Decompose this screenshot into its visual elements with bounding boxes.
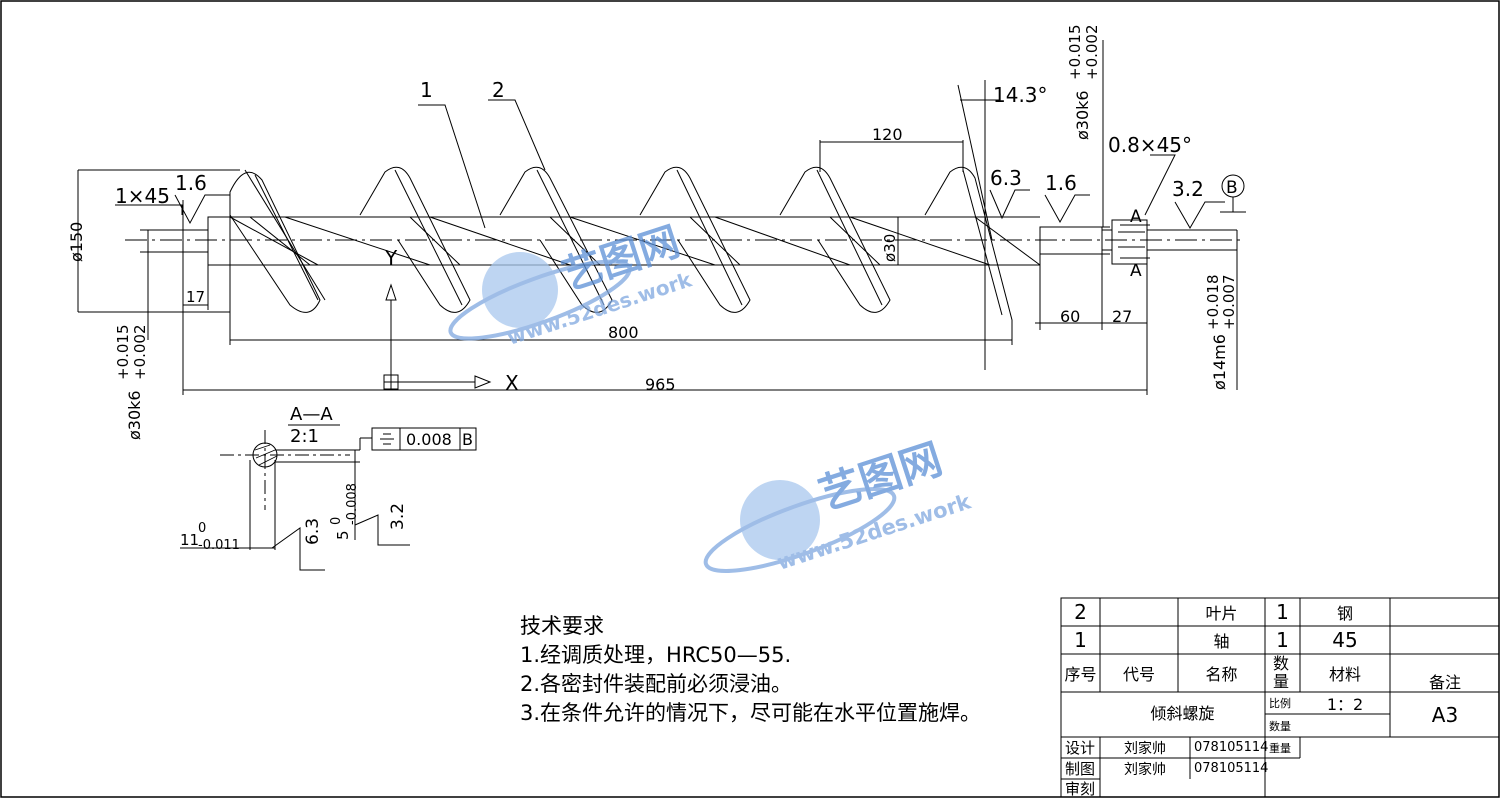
axis-x-label: X (505, 371, 519, 395)
roughness-3: 1.6 (1045, 171, 1077, 195)
title-block-grid (1060, 597, 1500, 798)
dim-shaft-dia: ø30 (881, 234, 899, 262)
drafter-label: 制图 (1065, 760, 1096, 778)
weight-label: 重量 (1269, 741, 1291, 755)
header-qty: 数量 (1273, 654, 1290, 691)
dim-overall-length: 965 (645, 375, 676, 394)
section-roughness-a: 6.3 (303, 518, 323, 545)
dim-left-17: 17 (186, 288, 205, 306)
header-material: 材料 (1328, 665, 1361, 684)
header-no: 序号 (1064, 665, 1097, 684)
screw-conveyor-view (77, 40, 1246, 571)
row2-qty: 1 (1276, 600, 1289, 624)
keyway-depth-upper: 0 (329, 517, 344, 525)
dim-pitch: 120 (872, 125, 903, 144)
section-title: A—A (290, 404, 333, 425)
datum-label: B (1226, 178, 1238, 198)
row2-name: 叶片 (1205, 604, 1238, 623)
roughness-2: 6.3 (990, 166, 1022, 190)
requirement-3: 3.在条件允许的情况下，尽可能在水平位置施焊。 (520, 701, 982, 725)
dim-left-journal-tol-lower: +0.002 (131, 324, 149, 380)
scale-value: 1：2 (1326, 695, 1364, 714)
dim-right-journal-tol-lower: +0.002 (1083, 24, 1101, 80)
requirements-title: 技术要求 (520, 614, 604, 638)
drafter-name: 刘家帅 (1124, 761, 1166, 778)
requirement-2: 2.各密封件装配前必须浸油。 (520, 672, 793, 696)
scale-label: 比例 (1269, 697, 1291, 710)
review-label: 审刻 (1065, 779, 1096, 798)
section-mark-bottom: A (1130, 261, 1142, 281)
drawing-name: 倾斜螺旋 (1150, 703, 1215, 723)
row1-qty: 1 (1276, 628, 1289, 652)
tolerance-datum: B (462, 430, 473, 449)
row2-no: 2 (1074, 600, 1087, 624)
technical-requirements: 技术要求 1.经调质处理，HRC50—55. 2.各密封件装配前必须浸油。 3.… (520, 612, 981, 728)
header-name: 名称 (1205, 665, 1238, 684)
row2-material: 钢 (1336, 604, 1353, 623)
sheet-size: A3 (1431, 702, 1459, 727)
tolerance-value: 0.008 (406, 430, 452, 449)
row1-no: 1 (1074, 628, 1087, 652)
dim-end-shaft-tol-lower: +0.007 (1220, 274, 1238, 330)
keyway-width-upper: 0 (198, 521, 206, 536)
keyway-width-lower: -0.011 (198, 538, 240, 553)
row1-name: 轴 (1213, 632, 1230, 651)
roughness-4: 3.2 (1172, 177, 1204, 201)
section-mark-top: A (1130, 207, 1142, 227)
roughness-1: 1.6 (175, 171, 207, 195)
axis-y-label: Y (384, 246, 398, 270)
dim-screw-length: 800 (608, 323, 639, 342)
dim-right-chamfer: 0.8×45° (1108, 133, 1192, 157)
dim-flight-dia: ø150 (67, 222, 86, 262)
designer-name: 刘家帅 (1124, 740, 1166, 757)
dim-right-journal-tol-upper: +0.015 (1066, 24, 1084, 80)
dim-end-shaft: ø14m6 (1210, 334, 1229, 390)
drafter-id: 078105114 (1194, 761, 1269, 776)
quantity-label: 数量 (1269, 719, 1291, 733)
dim-right-journal: ø30k6 (1073, 90, 1092, 140)
section-scale: 2:1 (290, 426, 319, 447)
dim-end-shaft-tol-upper: +0.018 (1204, 274, 1222, 330)
watermark-2: 艺图网 www.52des.work (703, 434, 975, 575)
part-label-1: 1 (420, 78, 433, 102)
design-id: 078105114 (1194, 740, 1269, 755)
header-code: 代号 (1122, 665, 1155, 684)
design-label: 设计 (1065, 739, 1096, 757)
keyway-depth-lower: -0.008 (345, 483, 360, 525)
dim-left-journal-tol-upper: +0.015 (114, 324, 132, 380)
dim-shaft-end-27: 27 (1112, 307, 1132, 326)
dim-shaft-end-60: 60 (1060, 307, 1080, 326)
row1-material: 45 (1332, 628, 1358, 652)
section-roughness-b: 3.2 (388, 503, 408, 530)
title-block: 2 叶片 1 钢 1 轴 1 45 序号 代号 名称 数量 材料 备注 倾斜螺旋… (1061, 598, 1500, 798)
watermark-1: 艺图网 www.52des.work (448, 219, 695, 350)
requirement-1: 1.经调质处理，HRC50—55. (520, 643, 792, 667)
dim-helix-angle: 14.3° (993, 83, 1048, 107)
dim-left-journal: ø30k6 (125, 390, 144, 440)
keyway-width: 11 (180, 531, 199, 549)
keyway-depth: 5 (334, 530, 352, 540)
part-label-2: 2 (492, 78, 505, 102)
dim-left-chamfer: 1×45 (115, 184, 170, 208)
header-note: 备注 (1428, 673, 1461, 692)
